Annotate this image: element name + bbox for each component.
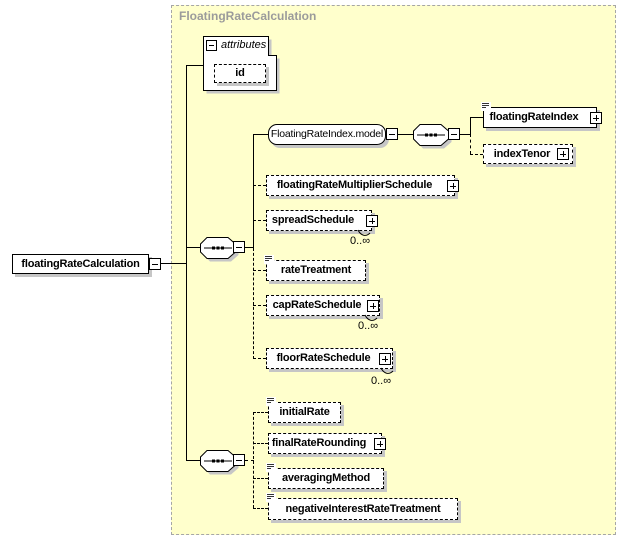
occurrence-label: 0..∞ (350, 235, 371, 247)
expand-button[interactable] (374, 438, 386, 450)
connector-line (470, 154, 483, 155)
element-label: spreadSchedule (271, 214, 355, 226)
connector-line (161, 263, 186, 264)
element-label: rateTreatment (280, 264, 352, 276)
attribute-label: id (235, 67, 245, 79)
connector-line (253, 270, 266, 271)
connector-line (253, 358, 266, 359)
connector-line (253, 220, 266, 221)
expand-button[interactable] (367, 300, 379, 312)
expand-button[interactable] (379, 353, 391, 365)
expand-button[interactable] (557, 148, 569, 160)
repeatable-icon (380, 367, 394, 374)
element-label: floatingRateCalculation (21, 258, 140, 270)
element-final-rate-rounding[interactable]: finalRateRounding (268, 433, 382, 454)
element-initial-rate[interactable]: initialRate (268, 402, 341, 423)
annotation-icon (266, 463, 276, 472)
element-negative-interest-rate-treatment[interactable]: negativeInterestRateTreatment (268, 498, 458, 520)
collapse-button[interactable] (206, 40, 217, 51)
element-floating-rate-calculation[interactable]: floatingRateCalculation (12, 254, 149, 274)
element-floating-rate-multiplier-schedule[interactable]: floatingRateMultiplierSchedule (266, 175, 455, 196)
annotation-icon (266, 397, 276, 406)
occurrence-label: 0..∞ (358, 320, 379, 332)
sequence-compositor-icon[interactable] (200, 450, 240, 476)
connector-line (253, 134, 254, 248)
occurrence-label: 0..∞ (371, 375, 392, 387)
element-rate-treatment[interactable]: rateTreatment (266, 260, 366, 281)
expand-button[interactable] (447, 180, 459, 192)
complex-type-title: FloatingRateCalculation (179, 9, 317, 23)
connector-line (470, 134, 471, 154)
collapse-button[interactable] (233, 241, 245, 253)
element-floor-rate-schedule[interactable]: floorRateSchedule (266, 348, 393, 369)
annotation-icon (264, 255, 274, 264)
element-label: negativeInterestRateTreatment (285, 503, 441, 515)
sequence-compositor-icon[interactable] (413, 124, 453, 150)
element-label: averagingMethod (281, 472, 371, 484)
connector-line (245, 247, 254, 248)
connector-line (253, 412, 254, 508)
connector-line (186, 460, 200, 461)
connector-line (460, 134, 470, 135)
element-label: floatingRateIndex (489, 111, 579, 123)
element-index-tenor[interactable]: indexTenor (483, 144, 573, 164)
connector-line (186, 247, 200, 248)
expand-button[interactable] (366, 215, 378, 227)
element-averaging-method[interactable]: averagingMethod (268, 468, 384, 489)
connector-line (253, 478, 268, 479)
collapse-button[interactable] (233, 454, 245, 466)
element-label: indexTenor (493, 148, 551, 160)
collapse-button[interactable] (448, 128, 460, 140)
connector-line (186, 65, 187, 461)
connector-line (253, 508, 268, 509)
expand-button[interactable] (590, 112, 602, 124)
element-floating-rate-index[interactable]: floatingRateIndex (483, 107, 597, 128)
connector-line (253, 443, 268, 444)
connector-line (253, 134, 268, 135)
connector-line (253, 248, 254, 359)
attributes-header: attributes (221, 39, 267, 51)
attribute-id[interactable]: id (214, 64, 266, 83)
connector-line (253, 305, 266, 306)
group-label: FloatingRateIndex.model (270, 128, 384, 140)
annotation-icon (266, 493, 276, 502)
connector-line (470, 117, 471, 135)
connector-line (470, 117, 483, 118)
element-label: capRateSchedule (272, 299, 362, 311)
connector-line (245, 460, 254, 461)
connector-line (186, 65, 203, 66)
sequence-compositor-icon[interactable] (200, 237, 240, 263)
connector-line (253, 412, 268, 413)
connector-line (398, 134, 413, 135)
element-label: floorRateSchedule (276, 352, 371, 364)
element-label: finalRateRounding (271, 437, 367, 449)
repeatable-icon (357, 229, 371, 236)
group-floating-rate-index-model[interactable]: FloatingRateIndex.model (268, 124, 386, 145)
repeatable-icon (364, 314, 378, 321)
collapse-button[interactable] (386, 128, 398, 140)
element-label: initialRate (279, 406, 330, 418)
element-spread-schedule[interactable]: spreadSchedule (266, 210, 372, 231)
element-cap-rate-schedule[interactable]: capRateSchedule (266, 295, 380, 316)
element-label: floatingRateMultiplierSchedule (276, 179, 433, 191)
collapse-button[interactable] (149, 258, 161, 270)
annotation-icon (481, 102, 491, 111)
connector-line (253, 185, 266, 186)
